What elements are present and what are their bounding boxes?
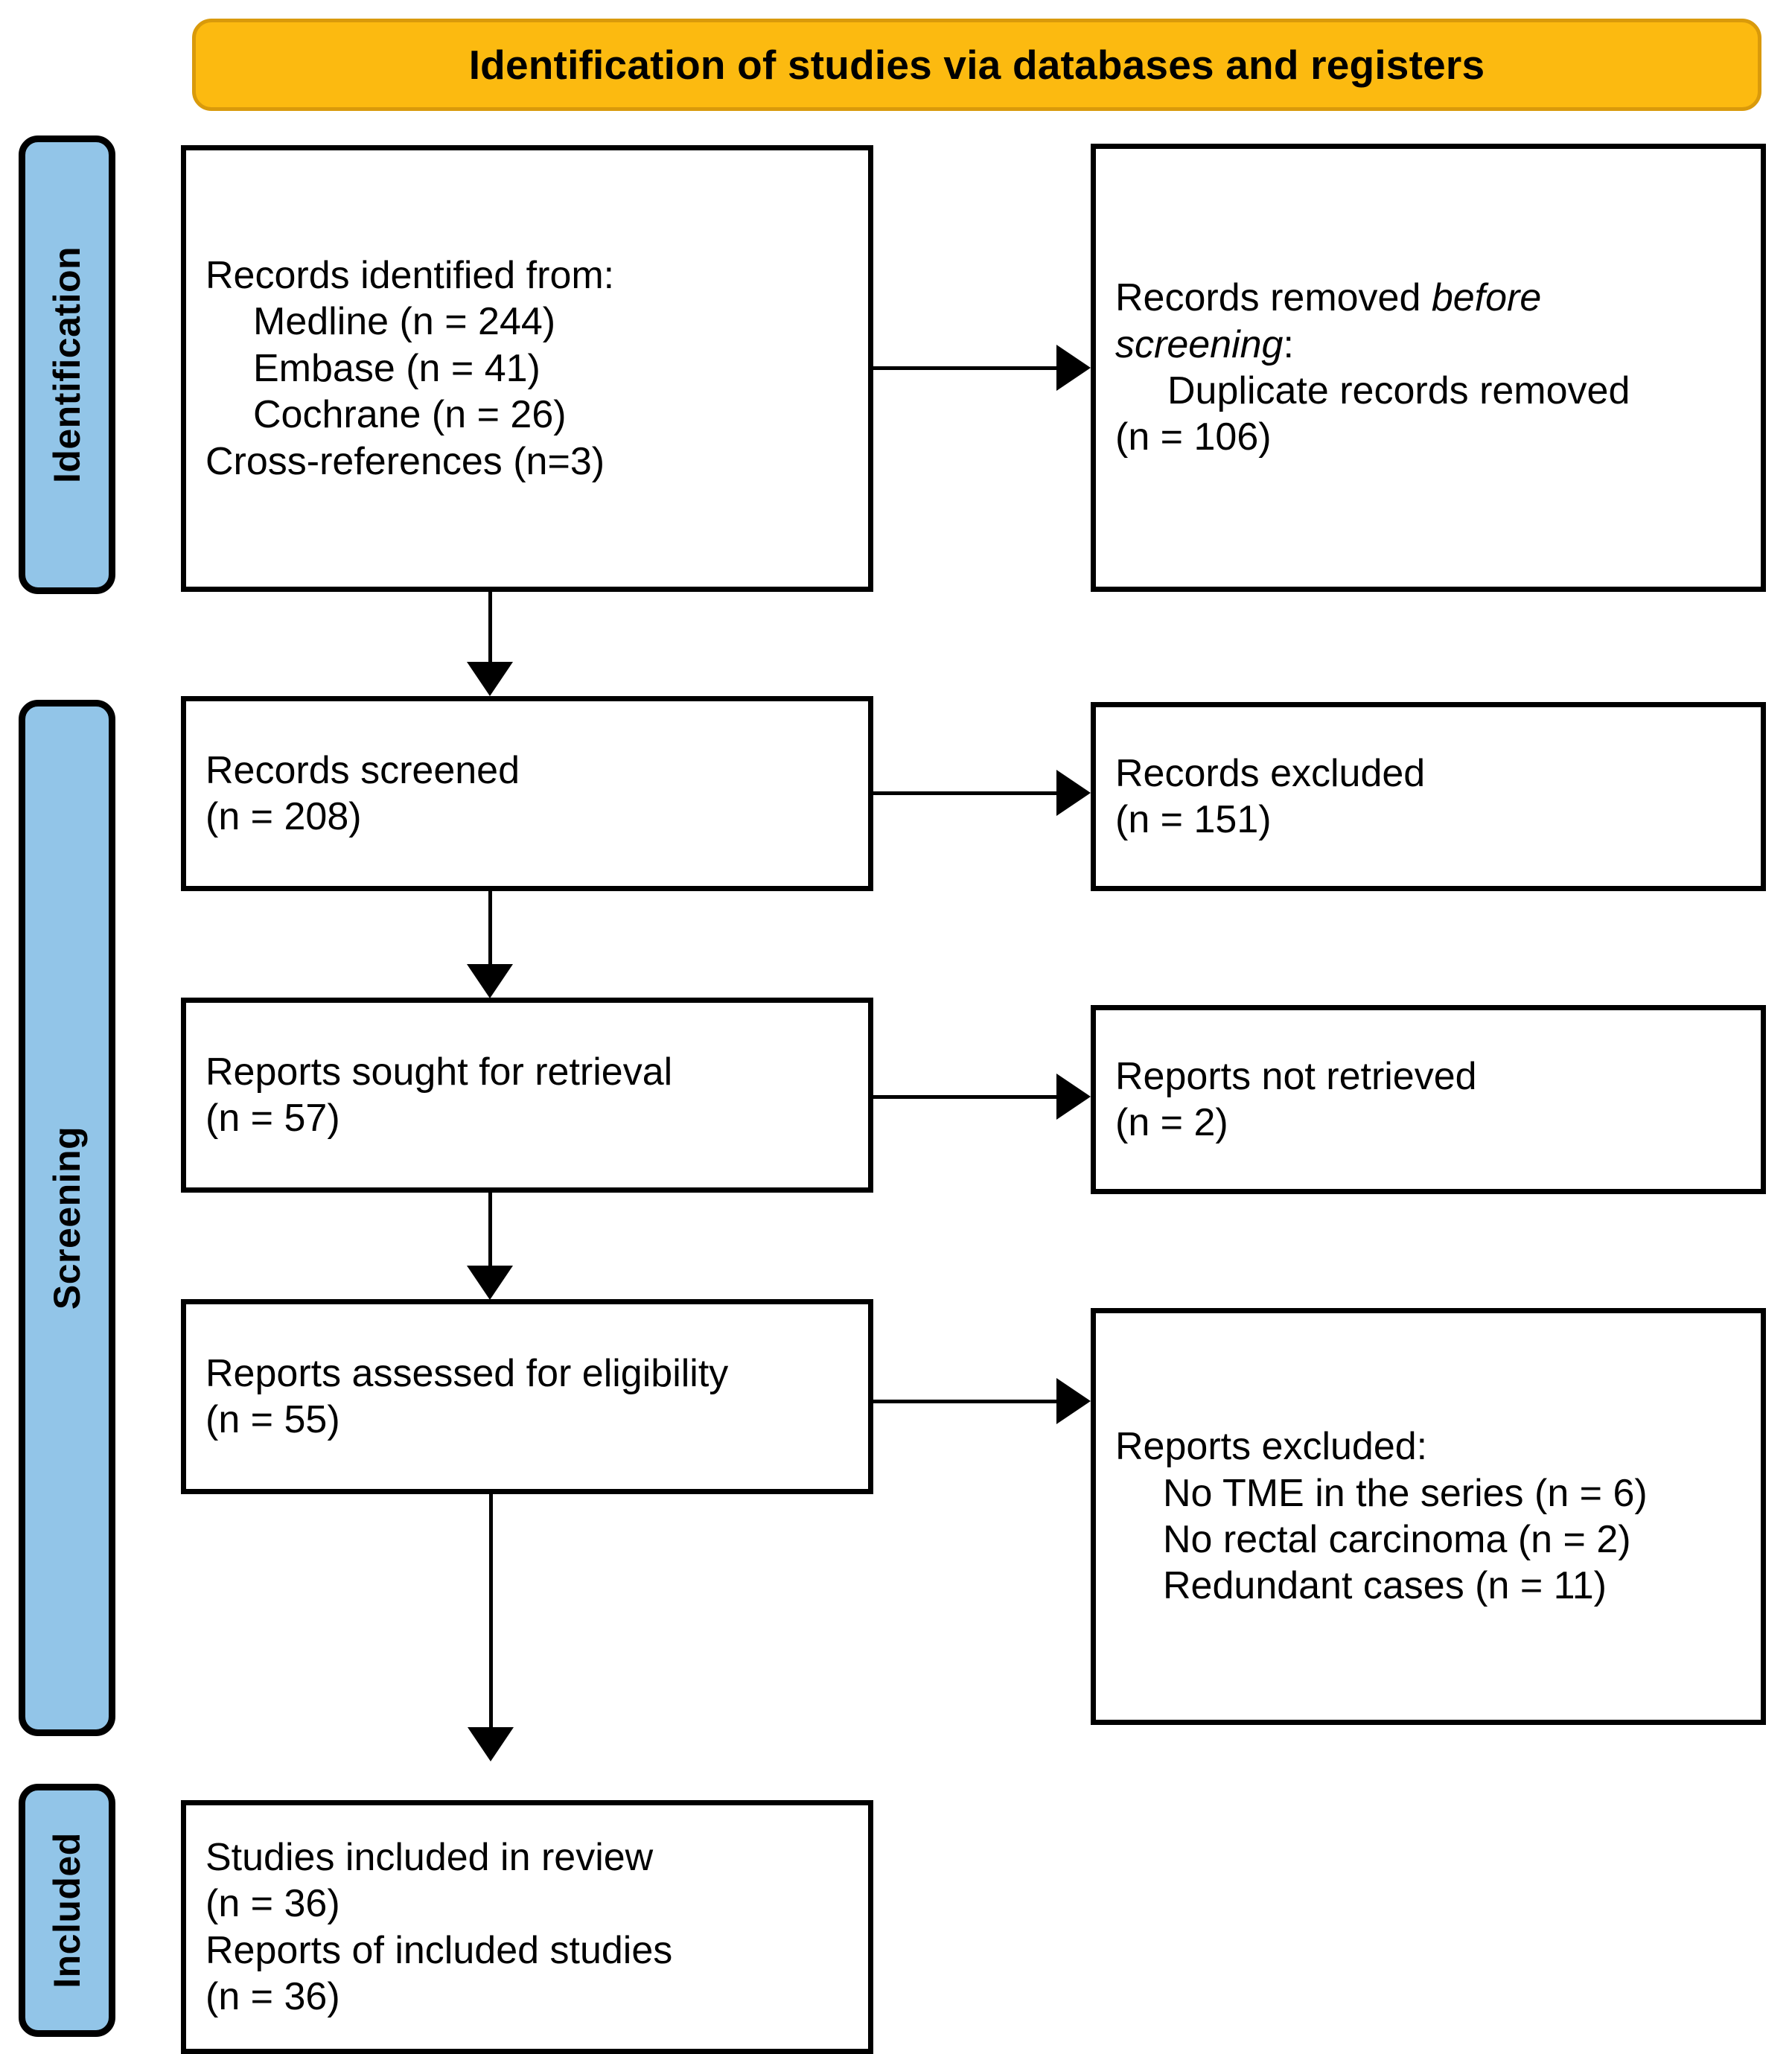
connector-assessed-to-included [489, 1494, 493, 1744]
records-removed-text-a: Records removed [1115, 276, 1432, 320]
records-identified-cross-references: Cross-references (n=3) [205, 439, 605, 483]
records-removed-line-1: Records removed before [1115, 275, 1741, 321]
connector-identified-to-removed [873, 366, 1056, 370]
arrowhead-assessed-to-included [468, 1727, 514, 1761]
reports-excluded-no-tme: No TME in the series (n = 6) [1163, 1471, 1648, 1515]
arrowhead-assessed-to-excluded [1056, 1378, 1091, 1424]
connector-screened-to-excluded [873, 791, 1056, 795]
banner-title: Identification of studies via databases … [468, 42, 1485, 88]
arrowhead-screened-to-sought [467, 964, 513, 998]
box-records-removed: Records removed before screening: Duplic… [1091, 144, 1766, 592]
arrowhead-identified-to-removed [1056, 345, 1091, 391]
records-identified-embase: Embase (n = 41) [253, 346, 541, 390]
box-reports-excluded: Reports excluded: No TME in the series (… [1091, 1308, 1766, 1725]
records-removed-line-2: screening: [1115, 322, 1741, 368]
reports-sought-count: (n = 57) [205, 1097, 340, 1140]
box-records-identified: Records identified from: Medline (n = 24… [181, 145, 873, 592]
records-removed-colon: : [1283, 322, 1294, 366]
stage-tab-screening-label: Screening [46, 1126, 88, 1310]
box-records-excluded: Records excluded (n = 151) [1091, 702, 1766, 891]
box-reports-sought: Reports sought for retrieval (n = 57) [181, 998, 873, 1193]
records-removed-text-before: before [1431, 276, 1542, 320]
stage-tab-included-label: Included [46, 1832, 89, 1988]
reports-of-included-studies-label: Reports of included studies [205, 1928, 673, 1972]
connector-assessed-to-excluded [873, 1400, 1056, 1403]
connector-sought-to-not-retrieved [873, 1095, 1056, 1099]
records-excluded-count: (n = 151) [1115, 798, 1272, 841]
reports-of-included-studies-count: (n = 36) [205, 1974, 340, 2018]
reports-excluded-label: Reports excluded: [1115, 1425, 1428, 1469]
records-screened-label: Records screened [205, 748, 520, 792]
arrowhead-identified-to-screened [467, 662, 513, 696]
box-records-screened: Records screened (n = 208) [181, 696, 873, 891]
box-reports-assessed: Reports assessed for eligibility (n = 55… [181, 1299, 873, 1494]
diagram-header-banner: Identification of studies via databases … [192, 19, 1761, 111]
records-excluded-label: Records excluded [1115, 751, 1426, 795]
stage-tab-screening: Screening [19, 700, 115, 1736]
reports-assessed-count: (n = 55) [205, 1398, 340, 1441]
reports-not-retrieved-count: (n = 2) [1115, 1101, 1228, 1144]
stage-tab-identification-label: Identification [46, 246, 89, 484]
records-identified-line-1: Records identified from: [205, 254, 615, 298]
records-removed-duplicates: Duplicate records removed [1167, 369, 1630, 412]
records-identified-medline: Medline (n = 244) [253, 300, 556, 344]
stage-tab-included: Included [19, 1784, 115, 2037]
reports-not-retrieved-label: Reports not retrieved [1115, 1054, 1477, 1098]
arrowhead-sought-to-not-retrieved [1056, 1074, 1091, 1120]
box-studies-included: Studies included in review (n = 36) Repo… [181, 1800, 873, 2054]
reports-sought-label: Reports sought for retrieval [205, 1050, 673, 1094]
records-removed-text-screening: screening [1115, 322, 1284, 366]
reports-excluded-no-rectal-carcinoma: No rectal carcinoma (n = 2) [1163, 1518, 1631, 1561]
connector-screened-to-sought [488, 891, 492, 966]
studies-included-label: Studies included in review [205, 1835, 654, 1879]
reports-excluded-redundant-cases: Redundant cases (n = 11) [1163, 1564, 1607, 1608]
arrowhead-screened-to-excluded [1056, 770, 1091, 816]
records-identified-cochrane: Cochrane (n = 26) [253, 393, 567, 437]
studies-included-count: (n = 36) [205, 1882, 340, 1926]
stage-tab-identification: Identification [19, 135, 115, 594]
records-screened-count: (n = 208) [205, 795, 362, 838]
records-removed-count: (n = 106) [1115, 415, 1272, 459]
connector-identified-to-screened [488, 592, 492, 663]
connector-sought-to-assessed [488, 1193, 492, 1267]
arrowhead-sought-to-assessed [467, 1266, 513, 1300]
reports-assessed-label: Reports assessed for eligibility [205, 1351, 729, 1395]
box-reports-not-retrieved: Reports not retrieved (n = 2) [1091, 1005, 1766, 1194]
